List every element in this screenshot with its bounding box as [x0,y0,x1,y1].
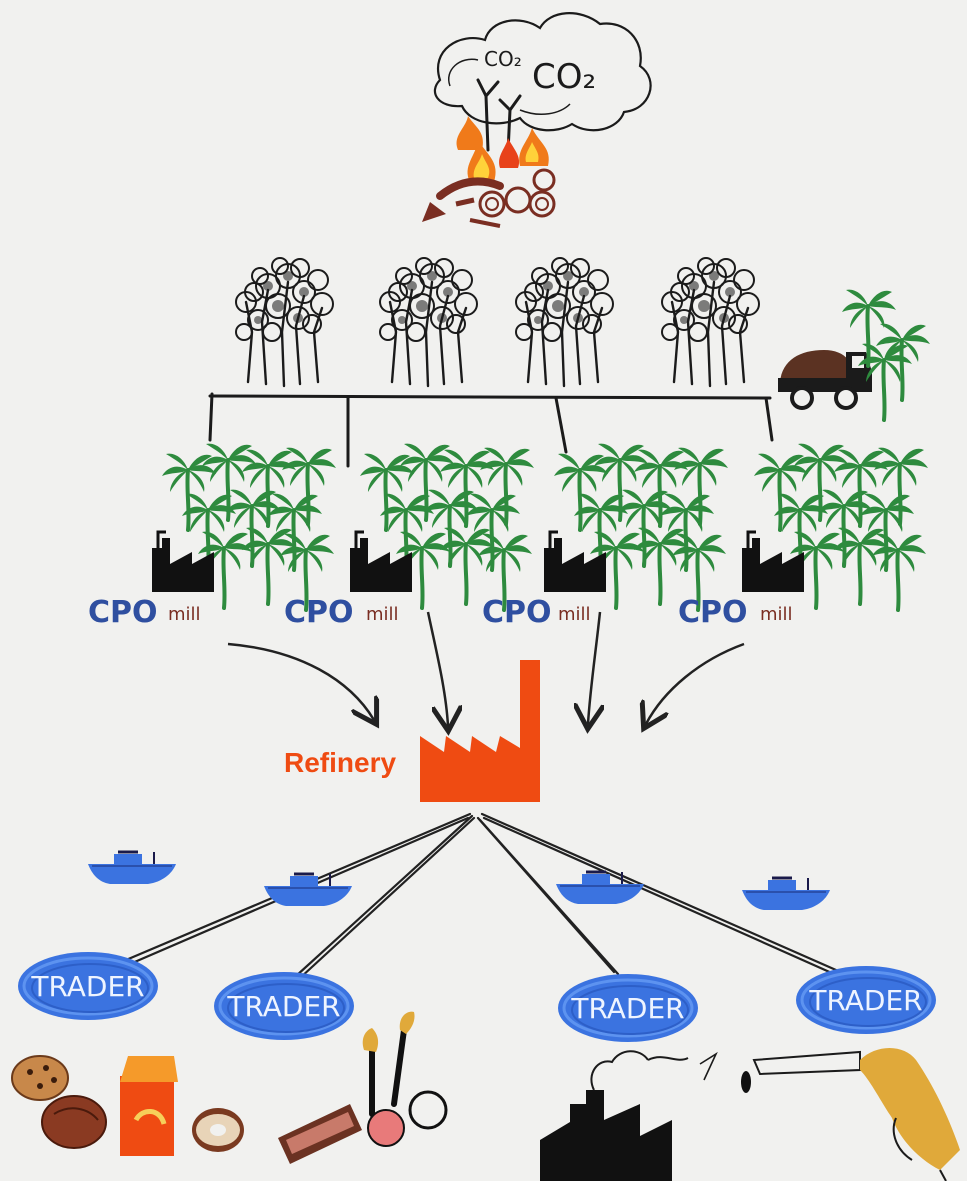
co2-large-label: CO₂ [532,57,596,97]
cpo-label: CPO [284,595,354,630]
forest-to-plantation-lines [208,392,774,468]
mill-label: mill [558,604,591,625]
fire-icon [456,116,549,182]
ship-icon [86,850,832,912]
mill-label: mill [760,604,793,625]
trader-labels: TRADER TRADER TRADER TRADER [30,970,922,1025]
trader-label: TRADER [808,984,922,1017]
refinery-label: Refinery [284,747,396,778]
mill-to-refinery-arrows [227,611,745,726]
cpo-label: CPO [88,595,158,630]
mill-label: mill [366,604,399,625]
fallen-logs [422,168,556,228]
cosmetics-icon [278,1011,448,1164]
refinery-to-trader-lines [124,812,838,980]
food-icon [11,1055,244,1156]
burning-trees [476,78,522,154]
cpo-label: CPO [482,595,552,630]
trader-label: TRADER [226,990,340,1023]
fuel-nozzle-icon [741,1048,960,1181]
trader-label: TRADER [30,970,144,1003]
truck-icon [778,350,872,410]
trader-label: TRADER [570,992,684,1025]
cpo-label: CPO [678,595,748,630]
co2-small-label: CO₂ [484,47,522,71]
industry-icon [540,1050,718,1181]
mill-label: mill [168,604,201,625]
trader-bubble-icon [16,950,938,1044]
refinery-factory-icon [420,660,540,802]
co2-cloud-icon [433,12,652,132]
cpo-mill-labels: CPO mill CPO mill CPO mill CPO mill [88,595,793,630]
forest-icon [234,256,761,388]
